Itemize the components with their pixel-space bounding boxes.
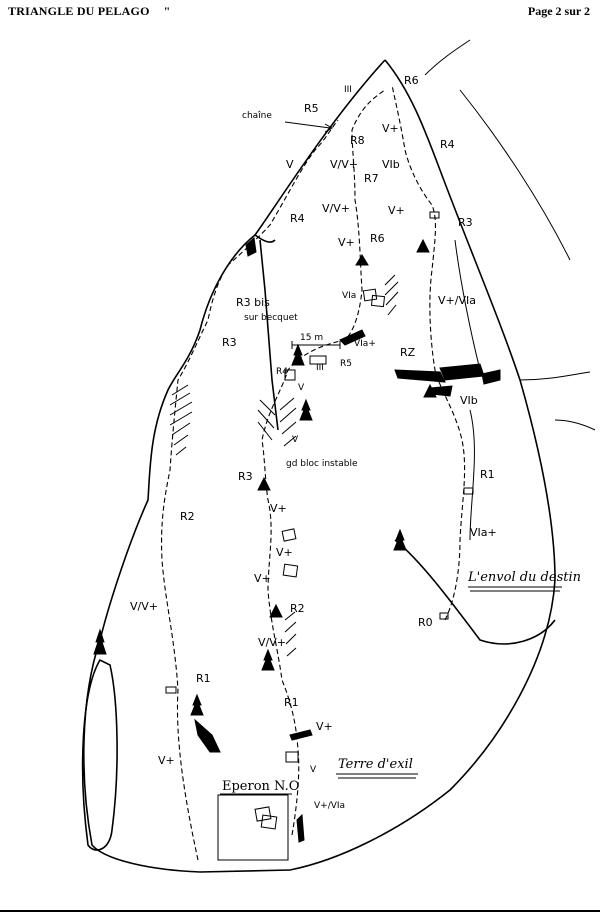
roof-marks [194, 237, 501, 843]
right-crack-system [454, 239, 481, 541]
grade-vplus-7: V+ [316, 720, 333, 733]
label-r5-top: R5 [304, 102, 319, 115]
hatch-left [169, 384, 193, 456]
label-r4-mid: R4 [276, 367, 288, 377]
label-r4-left: R4 [290, 212, 305, 225]
grade-vv-2: V/V+ [322, 202, 350, 215]
label-r2-left: R2 [180, 510, 195, 523]
label-eperon-no: Eperon N.O [222, 779, 299, 794]
label-r6-mid: R6 [370, 232, 385, 245]
grade-iii-top: III [344, 85, 352, 95]
route-terre-dexil [261, 89, 386, 836]
grade-v-low: V [310, 765, 317, 775]
title-text: TRIANGLE DU PELAGO [8, 4, 150, 18]
grade-vib-1: VIb [382, 158, 400, 171]
label-r8: R8 [350, 134, 365, 147]
eperon-box [217, 794, 289, 861]
grade-v-left-top: V [286, 158, 294, 171]
label-r3bis: R3 bis [236, 296, 270, 309]
label-chain: chaîne [242, 111, 272, 121]
label-r3-mid: R3 [238, 470, 253, 483]
grade-v-mid2: V [292, 435, 299, 445]
label-r5-mid: R5 [340, 359, 352, 369]
route-eperon-no [161, 119, 339, 861]
right-gully [394, 539, 556, 645]
grade-vv-left: V/V+ [130, 600, 158, 613]
grade-vplus-6: V+ [254, 572, 271, 585]
label-r0: R0 [418, 616, 433, 629]
face-outline-right [289, 59, 556, 871]
label-r1-right: R1 [480, 468, 495, 481]
label-r6-top: R6 [404, 74, 419, 87]
grade-vplus-5: V+ [276, 546, 293, 559]
grade-vplus-via: V+/VIa [438, 294, 476, 307]
grade-via: VIa [342, 291, 356, 301]
label-r2-mid: R2 [290, 602, 305, 615]
chain-pointer [284, 121, 334, 133]
underline-terre [336, 773, 418, 779]
grade-vplus-4: V+ [270, 502, 287, 515]
face-outline-left [83, 59, 386, 873]
label-r3-left: R3 [222, 336, 237, 349]
label-loose-block: gd bloc instable [286, 459, 358, 469]
label-distance: 15 m [300, 333, 323, 343]
label-terre-dexil: Terre d'exil [338, 757, 413, 772]
grade-via-plus: VIa+ [470, 526, 497, 539]
underline-envol [468, 586, 562, 592]
title-quote-mark: " [163, 4, 171, 18]
grade-v-mid: V [298, 383, 305, 393]
grade-iii-mid: III [316, 363, 324, 373]
arrow-marks [257, 238, 437, 618]
grade-vplus-1: V+ [382, 122, 399, 135]
route-envol-du-destin [391, 84, 466, 621]
label-rz: RZ [400, 346, 416, 359]
grade-vplus-3: V+ [338, 236, 355, 249]
distance-marker [291, 341, 341, 349]
grade-via-plus-mid: VIa+ [354, 339, 376, 349]
grade-vplus-left: V+ [158, 754, 175, 767]
upper-dihedral [254, 234, 279, 431]
label-r7: R7 [364, 172, 379, 185]
label-r3-right: R3 [458, 216, 473, 229]
document-title: TRIANGLE DU PELAGO " [8, 4, 171, 19]
skyline-right [424, 39, 596, 431]
hatch-right-upper [384, 274, 399, 316]
belay-boxes [165, 211, 474, 830]
tree-icons [93, 343, 407, 716]
face-base [199, 869, 291, 873]
label-r1-mid: R1 [284, 696, 299, 709]
bottom-rule [0, 910, 600, 912]
grade-vib-2: VIb [460, 394, 478, 407]
grade-vplus-via-low: V+/VIa [314, 801, 345, 811]
hatch-middle [257, 397, 297, 657]
label-r3bis-note: sur becquet [244, 313, 298, 323]
grade-vv-top: V/V+ [330, 158, 358, 171]
page-number: Page 2 sur 2 [527, 4, 590, 18]
label-envol-du-destin: L'envol du destin [467, 570, 581, 585]
left-pillar [81, 658, 118, 851]
grade-vplus-2: V+ [388, 204, 405, 217]
grade-vv-3: V/V+ [258, 636, 286, 649]
label-r4-right: R4 [440, 138, 455, 151]
label-r1-left: R1 [196, 672, 211, 685]
